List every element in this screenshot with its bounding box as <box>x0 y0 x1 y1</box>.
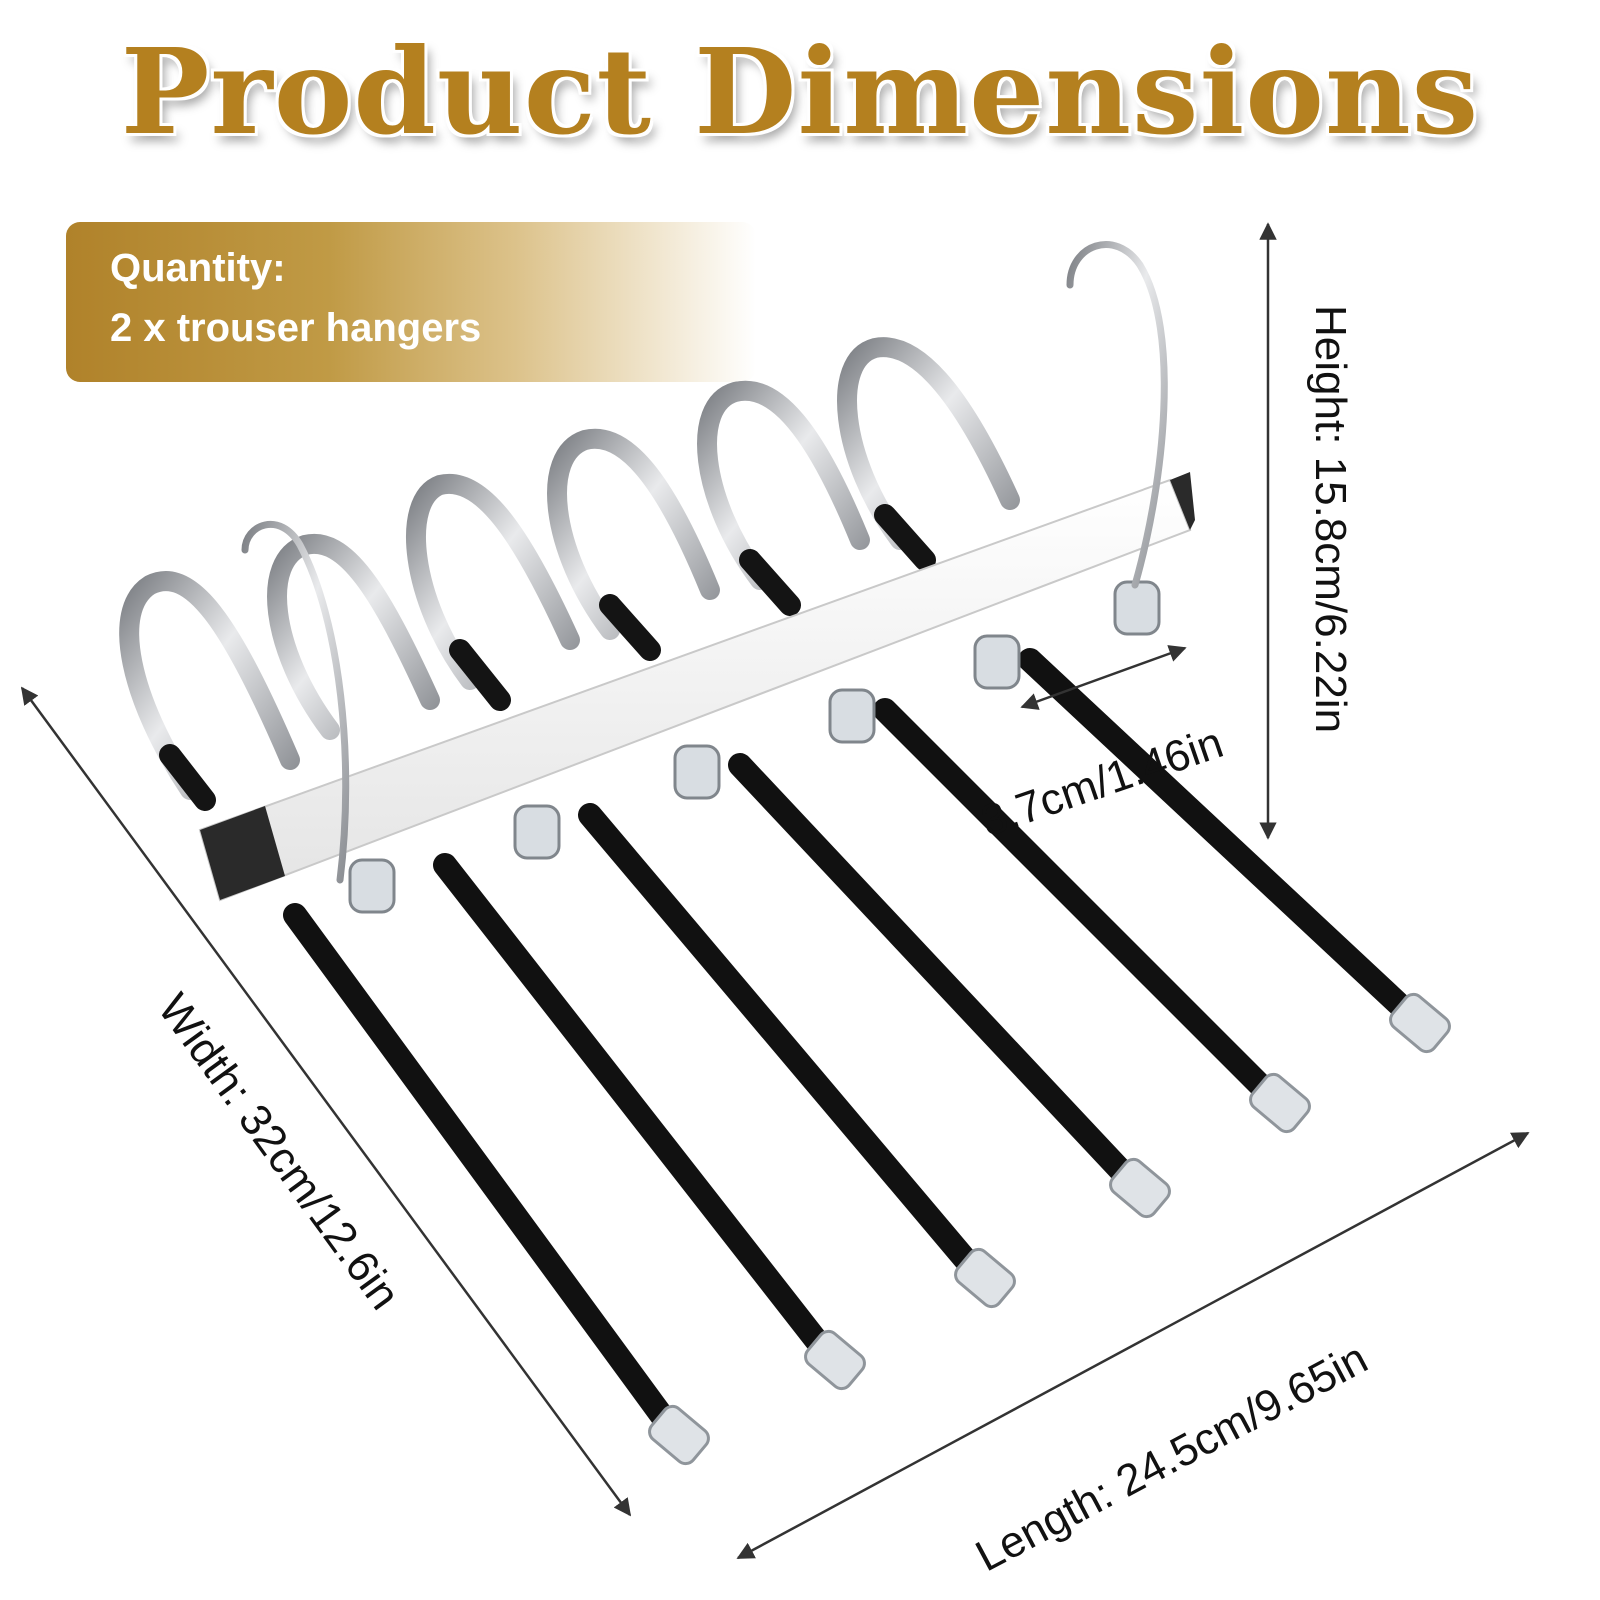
spacing-arrow <box>1020 645 1187 710</box>
quantity-banner: Quantity: 2 x trouser hangers <box>66 222 756 382</box>
dimension-arrows <box>20 222 1530 1560</box>
length-arrow <box>736 1131 1530 1560</box>
width-arrow <box>20 686 632 1517</box>
height-label: Height: 15.8cm/6.22in <box>1306 305 1355 734</box>
page-title: Product Dimensions <box>120 22 1480 161</box>
steel-loops <box>119 337 1020 800</box>
quantity-label: Quantity: <box>110 246 286 290</box>
quantity-value: 2 x trouser hangers <box>110 306 482 350</box>
